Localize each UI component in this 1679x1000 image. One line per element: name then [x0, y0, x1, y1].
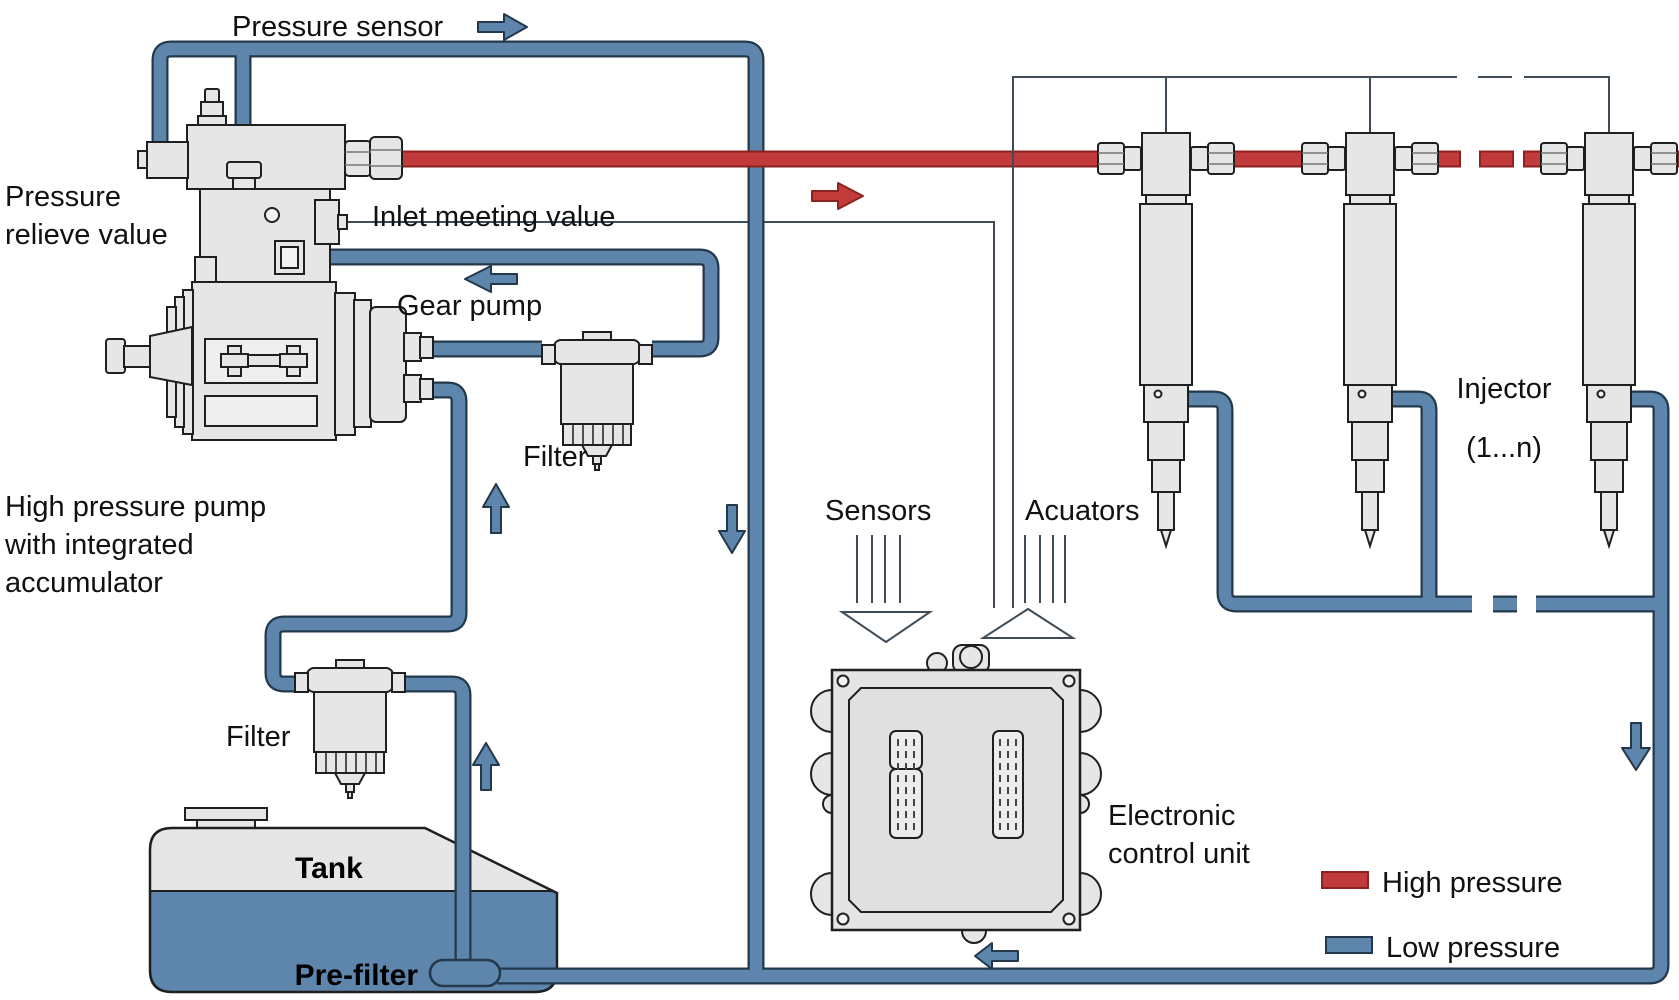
pressure-relieve-line1: Pressure: [5, 181, 122, 213]
inlet-metering-valve: [314, 199, 340, 245]
pump-inner-bar: [247, 354, 281, 367]
flow-arrow-down-center: [718, 504, 746, 554]
rail-inlet-nut: [226, 161, 262, 179]
housing-step: [194, 256, 217, 283]
high-pressure-pump-label: High pressure pump with integrated accum…: [5, 488, 266, 602]
actuators-label: Acuators: [1025, 495, 1140, 527]
flow-arrow-down-right: [1621, 722, 1651, 771]
ecu-connector-3: [992, 730, 1024, 839]
drive-shaft-cone: [149, 325, 193, 387]
housing-bolt: [264, 207, 280, 223]
pump-cross-2h: [279, 353, 308, 368]
ecu-wiring: [838, 76, 1610, 644]
hp-pump-line2: with integrated: [5, 529, 194, 561]
high-pressure-line: [399, 150, 1679, 168]
pressure-sensor-label: Pressure sensor: [232, 11, 444, 43]
pump-inlet-fitting-2: [419, 378, 434, 400]
pressure-relieve-valve-label: Pressure relieve value: [5, 178, 168, 254]
ecu-graphic: [810, 644, 1102, 944]
injector-2-graphic: [1301, 132, 1439, 550]
pump-inlet-fitting: [403, 374, 422, 403]
legend-high-pressure-label: High pressure: [1382, 867, 1563, 899]
inlet-metering-connector: [337, 214, 348, 230]
flow-arrow-high-pressure: [811, 182, 864, 210]
valve-body: [200, 101, 224, 118]
actuator-signal-lines: [1024, 535, 1066, 603]
tank-filler-cap: [184, 807, 268, 821]
pre-filter-graphic: [428, 958, 502, 988]
pump-feed-fitting: [403, 332, 422, 362]
sensors-label: Sensors: [825, 495, 932, 527]
pump-end-plate-1: [334, 292, 356, 436]
rail-outlet-nut: [369, 136, 403, 180]
sensors-input-triangle-icon: [838, 611, 934, 644]
filter-lower-graphic: [294, 659, 406, 799]
pump-end-plate-2: [353, 299, 372, 428]
ecu-label: Electronic control unit: [1108, 797, 1250, 873]
pressure-relieve-line2: relieve value: [5, 219, 168, 251]
legend-high-pressure-swatch: [1321, 871, 1369, 889]
tank-label: Tank: [295, 852, 363, 885]
pump-feed-fitting-2: [419, 336, 434, 359]
inlet-metering-valve-label: Inlet meeting value: [372, 201, 616, 233]
injector-label: Injector (1...n): [1424, 360, 1584, 478]
injector-n-graphic: [1540, 132, 1678, 550]
pump-cross-1h: [220, 353, 249, 368]
flow-arrow-left-bottom: [974, 942, 1019, 970]
injector-wire-bus-right: [1524, 76, 1610, 136]
gear-pump-label: Gear pump: [397, 290, 543, 322]
rail-accumulator: [186, 124, 346, 190]
filter-upper-graphic: [541, 331, 653, 471]
ecu-line1: Electronic: [1108, 800, 1236, 832]
pump-lower-band: [204, 395, 318, 427]
high-pressure-pump-graphic: [105, 88, 434, 441]
injector-wire-bus: [1012, 76, 1457, 608]
legend-low-pressure-swatch: [1325, 936, 1373, 954]
actuators-output-triangle-icon: [979, 607, 1077, 639]
flow-arrow-up-2: [472, 742, 500, 791]
hp-pump-line3: accumulator: [5, 567, 163, 599]
injector-line1: Injector: [1456, 373, 1552, 405]
legend-low-pressure-label: Low pressure: [1386, 932, 1561, 964]
pressure-sensor-port: [146, 141, 189, 179]
flow-arrow-right-top: [477, 13, 528, 41]
pump-upper-housing: [199, 188, 331, 283]
drive-shaft-end: [105, 338, 126, 374]
hp-pump-line1: High pressure pump: [5, 491, 267, 523]
flow-arrow-left-gear-pump: [464, 265, 518, 293]
pump-end-cap: [369, 306, 407, 423]
ecu-line2: control unit: [1108, 838, 1250, 870]
ecu-cover-plate: [848, 687, 1064, 913]
filter-upper-label: Filter: [523, 441, 588, 473]
pressure-relief-valve-stem: [204, 88, 220, 104]
injector-1-graphic: [1097, 132, 1235, 550]
inlet-metering-wire: [338, 221, 995, 608]
pre-filter-label: Pre-filter: [294, 959, 418, 992]
rail-outlet-fitting: [344, 140, 372, 177]
filter-lower-label: Filter: [226, 721, 291, 753]
sensor-signal-lines: [856, 535, 901, 603]
drive-shaft: [123, 345, 152, 368]
flow-arrow-up-1: [482, 483, 510, 534]
gear-pump-port-inner: [280, 246, 299, 269]
injector-line2: (1...n): [1466, 432, 1542, 464]
